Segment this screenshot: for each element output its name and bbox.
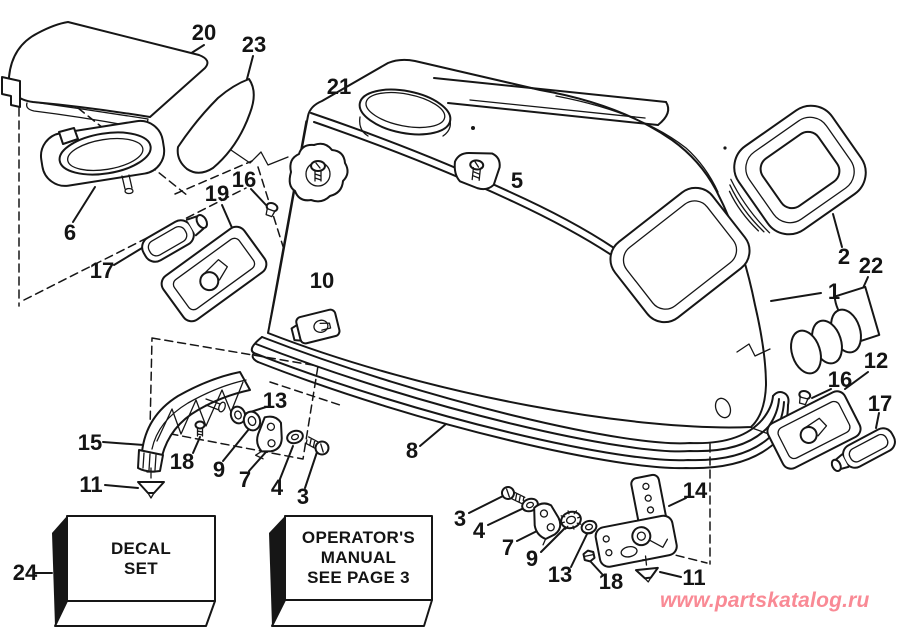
part-7-bracket-right: [533, 502, 562, 546]
part-7-bracket-left: [255, 415, 283, 460]
callout-13: 13: [262, 388, 288, 413]
callout-14: 14: [682, 478, 708, 503]
watermark-link[interactable]: www.partskatalog.ru: [660, 589, 870, 612]
part-23-seal: [176, 78, 255, 174]
part-17-handle-right: [830, 427, 896, 472]
part-9-washer-left: [242, 410, 262, 432]
callout-4: 4: [270, 475, 284, 500]
operators-manual-line3: SEE PAGE 3: [307, 568, 410, 587]
callout-16: 16: [827, 367, 853, 392]
callout-11: 11: [79, 472, 103, 497]
callout-7: 7: [501, 535, 515, 560]
callout-6: 6: [63, 220, 77, 245]
part-3-screw-right: [501, 486, 526, 505]
callout-9: 9: [212, 457, 226, 482]
callout-19: 19: [204, 181, 230, 206]
callout-18: 18: [598, 569, 624, 594]
decal-set-label: DECAL SET: [67, 516, 215, 601]
part-20-top-cover: [1, 21, 209, 130]
callout-16: 16: [231, 167, 257, 192]
operators-manual-line2: MANUAL: [320, 548, 397, 567]
part-19-latch-plate: [160, 225, 268, 323]
part-21-knob: [288, 142, 349, 203]
callout-3: 3: [296, 484, 310, 509]
callout-9: 9: [525, 546, 539, 571]
callout-3: 3: [453, 506, 467, 531]
callout-4: 4: [472, 518, 486, 543]
callout-5: 5: [510, 168, 524, 193]
callout-12: 12: [863, 348, 889, 373]
callout-23: 23: [241, 32, 267, 57]
part-18-nut-right: [582, 549, 596, 563]
part-13-washer-right: [580, 519, 598, 535]
decal-set-line1: DECAL: [110, 538, 172, 558]
part-14-bracket: [594, 473, 678, 568]
part-18-bolt-left: [194, 420, 206, 437]
callout-15: 15: [77, 430, 103, 455]
part-4-washer-left: [286, 429, 304, 445]
part-11-pin-left: [137, 467, 165, 499]
decal-set-line2: SET: [124, 558, 158, 578]
operators-manual-box: [269, 515, 433, 627]
part-2-grommet: [728, 104, 867, 236]
part-13-washer-left: [229, 405, 247, 425]
callout-20: 20: [191, 20, 217, 45]
callout-13: 13: [547, 562, 573, 587]
part-15-support-bracket: [137, 371, 251, 473]
callout-1: 1: [827, 279, 841, 304]
callout-17: 17: [867, 391, 893, 416]
callout-22: 22: [858, 253, 884, 278]
part-22-decals: [790, 285, 881, 375]
part-1-engine-cover: [267, 58, 771, 429]
operators-manual-label: OPERATOR'S MANUAL SEE PAGE 3: [285, 516, 432, 600]
part-16-screw-left: [265, 201, 279, 218]
part-17-handle-left: [141, 214, 209, 263]
callout-11: 11: [682, 565, 706, 590]
callout-2: 2: [837, 244, 851, 269]
callout-17: 17: [89, 258, 115, 283]
part-6-bezel: [39, 119, 166, 195]
operators-manual-line1: OPERATOR'S: [301, 528, 416, 547]
callout-24: 24: [12, 560, 38, 585]
decal-set-box: [52, 515, 216, 627]
part-5-latch: [453, 152, 501, 191]
part-16-screw-right: [798, 389, 812, 406]
callout-7: 7: [238, 467, 252, 492]
part-3-screw-left: [304, 436, 330, 456]
callout-10: 10: [309, 268, 335, 293]
callout-21: 21: [326, 74, 352, 99]
part-11-pin-right: [634, 555, 659, 583]
part-12-latch-plate: [766, 390, 862, 470]
part-9-washer-right: [560, 510, 582, 530]
callout-8: 8: [405, 438, 419, 463]
part-10-latch-keeper: [290, 308, 341, 345]
callout-18: 18: [169, 449, 195, 474]
